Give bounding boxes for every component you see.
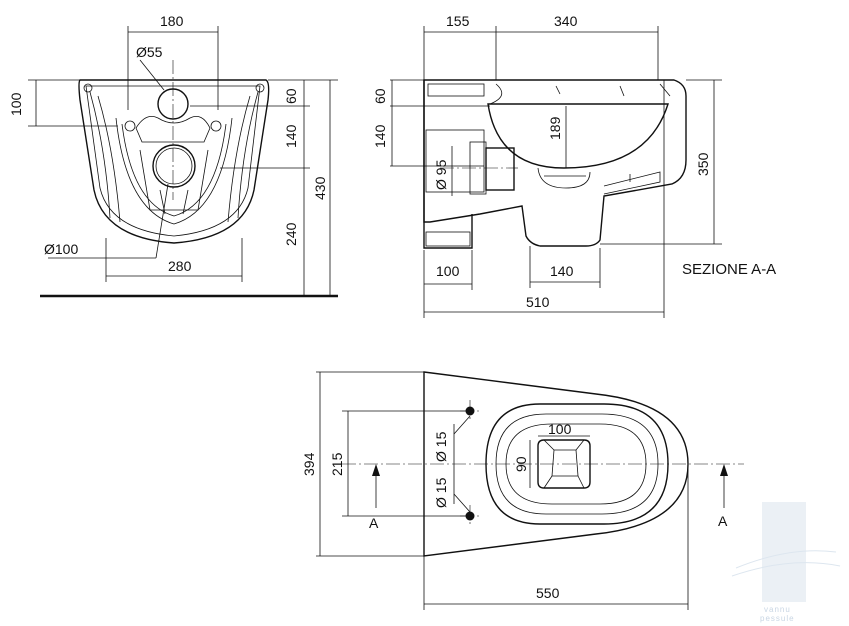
bowl-section (487, 103, 669, 169)
bolt-hole-icon (124, 120, 136, 132)
section-dim-140: 140 (372, 124, 388, 148)
front-inner-outline (85, 85, 261, 237)
bolt-hole-icon (210, 120, 222, 132)
section-mark-left: A (369, 515, 379, 531)
front-dim-100: 100 (8, 92, 24, 116)
top-dim-215: 215 (329, 452, 345, 476)
top-dim-550: 550 (536, 585, 560, 601)
top-dim-dia15a: Ø 15 (433, 431, 449, 462)
front-dim-140: 140 (283, 124, 299, 148)
section-dim-155: 155 (446, 13, 470, 29)
section-view: 155 340 60 140 189 Ø 95 350 100 140 510 … (372, 13, 776, 318)
bolt-hole-icon (83, 83, 93, 93)
top-dim-dia15b: Ø 15 (433, 477, 449, 508)
section-mark-right: A (718, 513, 728, 529)
section-dim-340: 340 (554, 13, 578, 29)
section-outer-body (423, 79, 687, 247)
top-view: 394 215 Ø 15 Ø 15 100 90 550 A A (301, 371, 744, 610)
front-dim-180: 180 (160, 13, 184, 29)
section-dim-60: 60 (372, 88, 388, 104)
front-dim-430: 430 (312, 176, 328, 200)
section-dim-189: 189 (547, 116, 563, 140)
top-dim-90: 90 (513, 456, 529, 472)
section-dim-dia95: Ø 95 (433, 159, 449, 190)
front-dim-dia100: Ø100 (44, 241, 78, 257)
front-dim-dia55: Ø55 (136, 44, 163, 60)
outlet-100-circle (152, 144, 196, 188)
front-outer-body (78, 79, 270, 244)
front-dim-280: 280 (168, 258, 192, 274)
front-dim-60: 60 (283, 88, 299, 104)
top-dim-100: 100 (548, 421, 572, 437)
bolt-hole-icon (255, 83, 265, 93)
watermark-line1: vannu (764, 605, 791, 614)
top-dim-394: 394 (301, 452, 317, 476)
top-rim (485, 403, 669, 525)
front-view: 180 Ø55 100 60 140 430 240 Ø100 280 (8, 13, 338, 298)
front-dim-240: 240 (283, 222, 299, 246)
watermark-line2: pessule (760, 614, 795, 623)
section-dim-510: 510 (526, 294, 550, 310)
watermark: vannu pessule (731, 502, 841, 623)
section-dim-100: 100 (436, 263, 460, 279)
section-dim-350: 350 (695, 152, 711, 176)
section-title: SEZIONE A-A (682, 261, 776, 278)
section-dim-140b: 140 (550, 263, 574, 279)
